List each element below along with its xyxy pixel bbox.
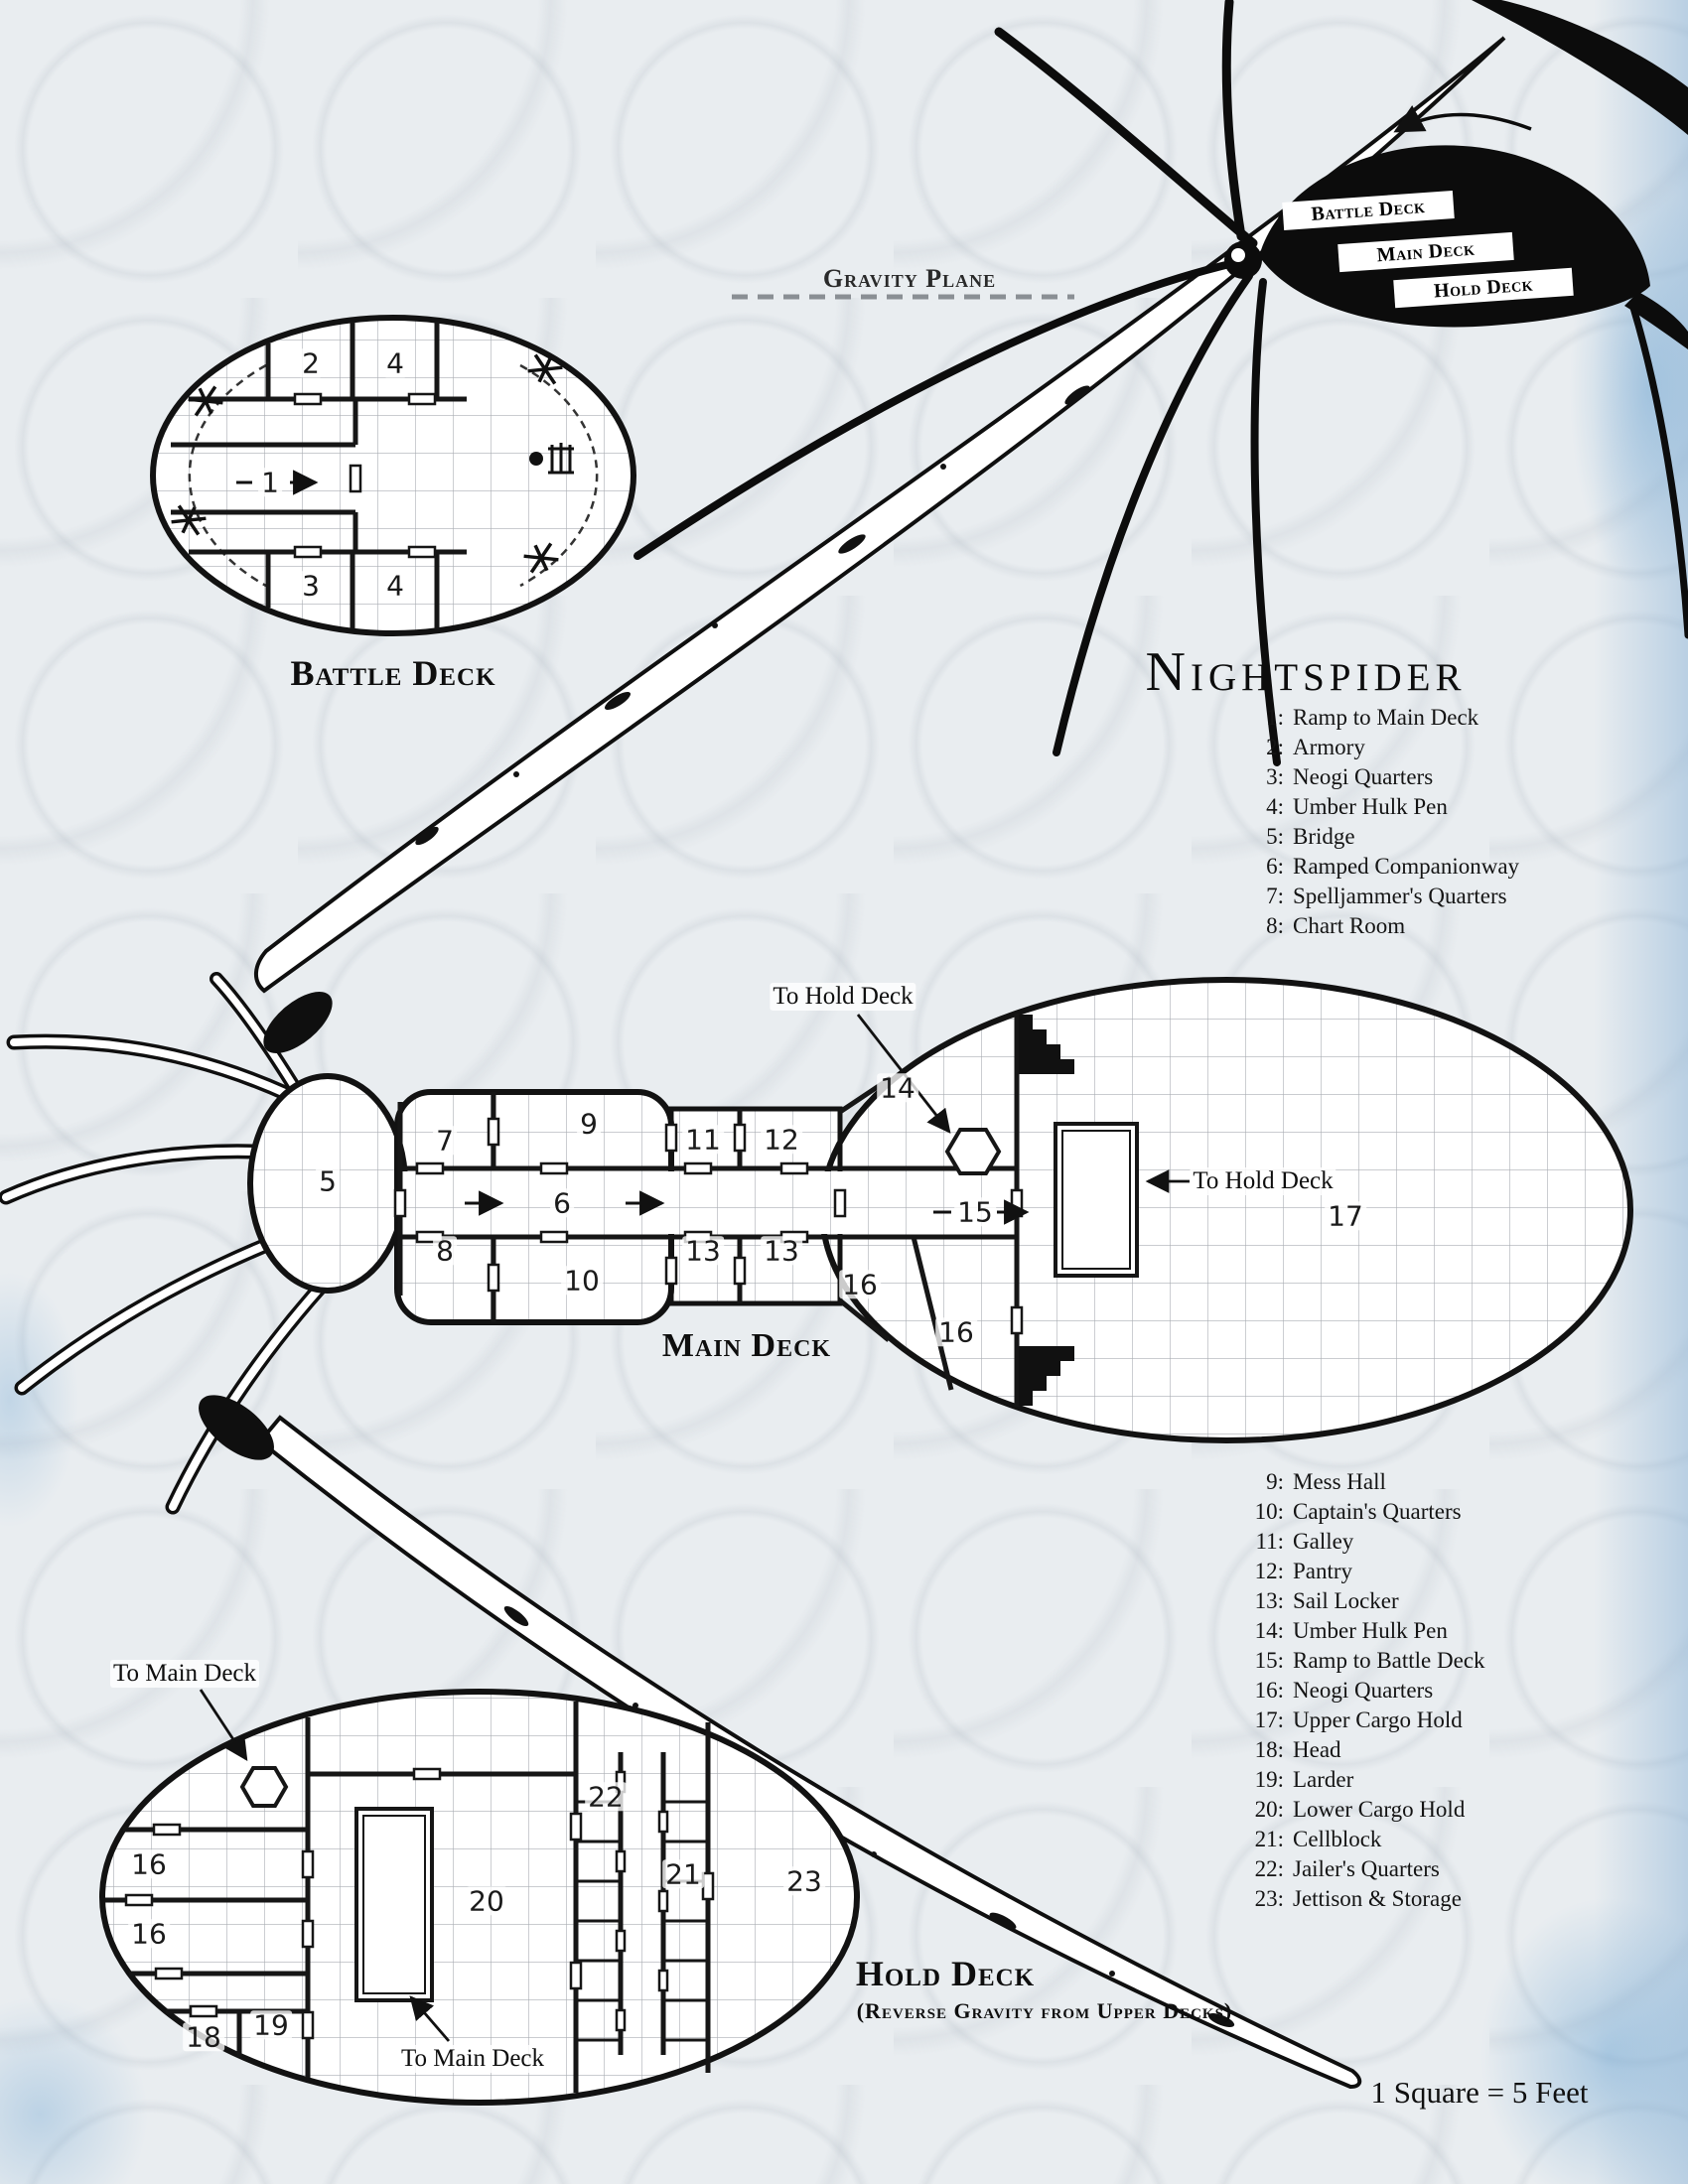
room-label: 18 — [183, 2022, 224, 2052]
legend-item: 8:Chart Room — [1266, 913, 1406, 938]
legend-item: 21:Cellblock — [1254, 1827, 1382, 1851]
hatch-hexagon — [944, 1128, 1002, 1175]
deck-edge-dashed-line — [188, 363, 599, 588]
ramp-rect — [1054, 1122, 1139, 1278]
room-label: 14 — [877, 1073, 918, 1103]
legend-item: 9:Mess Hall — [1266, 1469, 1386, 1494]
legend-item: 1:Ramp to Main Deck — [1266, 705, 1479, 730]
rotation-arrow — [1393, 105, 1532, 133]
legend-item: 17:Upper Cargo Hold — [1254, 1707, 1463, 1732]
main-deck-doors — [393, 1117, 1024, 1335]
legend-item: 11:Galley — [1255, 1529, 1354, 1554]
to-hold-deck-leader — [856, 1014, 951, 1134]
side-view-head — [1224, 241, 1262, 279]
room-label: 16 — [935, 1317, 977, 1347]
room-label: 16 — [128, 1849, 170, 1879]
hold-deck-doors — [124, 1767, 715, 2040]
legend-item: 19:Larder — [1254, 1767, 1354, 1792]
hold-deck-caption-note: (Reverse Gravity from Upper Decks) — [856, 1998, 1233, 2023]
legend-item: 20:Lower Cargo Hold — [1254, 1797, 1466, 1822]
main-deck-plan — [247, 977, 1633, 1443]
room-label: 4 — [383, 571, 407, 601]
battle-deck-caption: Battle Deck — [290, 653, 496, 693]
page-title: Nightspider — [1145, 641, 1467, 703]
side-view-tail — [1624, 292, 1688, 349]
to-main-deck-leader — [199, 1689, 248, 1761]
legend-item: 10:Captain's Quarters — [1254, 1499, 1462, 1524]
main-deck-caption: Main Deck — [661, 1327, 832, 1364]
hatch-hexagon — [239, 1766, 289, 1808]
legend-item: 6:Ramped Companionway — [1266, 854, 1520, 879]
room-label: 13 — [682, 1236, 724, 1266]
legend-item: 5:Bridge — [1266, 824, 1355, 849]
spider-front-legs — [0, 972, 340, 1515]
room-label: 15 — [954, 1197, 996, 1227]
room-label: 19 — [250, 2010, 292, 2040]
legend-item: 3:Neogi Quarters — [1266, 764, 1434, 789]
to-main-deck-leader — [409, 1995, 451, 2042]
room-label: 11 — [682, 1125, 724, 1155]
room-label: 12 — [761, 1125, 802, 1155]
gravity-plane-label: Gravity Plane — [822, 264, 997, 293]
legend-item: 14:Umber Hulk Pen — [1254, 1618, 1448, 1643]
battle-deck-plan — [150, 315, 636, 636]
scale-note: 1 Square = 5 Feet — [1370, 2075, 1589, 2110]
room-label: 20 — [466, 1886, 507, 1916]
room-label: 5 — [316, 1166, 340, 1196]
hold-deck-caption: Hold Deck — [855, 1954, 1036, 1993]
legend-item: 12:Pantry — [1254, 1559, 1353, 1583]
side-view-legs — [633, 0, 1688, 766]
room-label: 8 — [433, 1236, 457, 1266]
battle-deck-walls — [171, 322, 467, 629]
legend-item: 16:Neogi Quarters — [1254, 1678, 1434, 1703]
legend-item: 4:Umber Hulk Pen — [1266, 794, 1448, 819]
to-hold-deck-label: To Hold Deck — [770, 983, 916, 1011]
room-label: 9 — [577, 1109, 601, 1139]
side-view-eye — [1231, 248, 1245, 262]
room-label: 3 — [299, 571, 323, 601]
room-label: 7 — [433, 1126, 457, 1156]
room-label: 23 — [783, 1866, 825, 1896]
battle-deck-doors — [293, 392, 437, 559]
legend-lower: 9:Mess Hall 10:Captain's Quarters 11:Gal… — [1236, 1467, 1485, 1914]
legend-item: 23:Jettison & Storage — [1254, 1886, 1462, 1911]
ramp-rect — [354, 1807, 434, 2002]
room-label: 13 — [761, 1236, 802, 1266]
room-label: 4 — [383, 348, 407, 378]
room-label: 21 — [662, 1859, 704, 1889]
legend-item: 7:Spelljammer's Quarters — [1266, 884, 1507, 908]
room-label: 2 — [299, 348, 323, 378]
winch-icon — [529, 443, 574, 475]
room-label: 1 — [258, 468, 282, 497]
to-main-deck-label: To Main Deck — [109, 1660, 260, 1688]
legend-item: 13:Sail Locker — [1254, 1588, 1399, 1613]
legend-item: 15:Ramp to Battle Deck — [1254, 1648, 1485, 1673]
room-label: 6 — [550, 1188, 574, 1218]
room-label: 17 — [1325, 1201, 1366, 1231]
room-label: 16 — [128, 1919, 170, 1949]
room-label: 22 — [585, 1782, 627, 1812]
legend-upper: 1:Ramp to Main Deck 2:Armory 3:Neogi Qua… — [1236, 703, 1519, 941]
to-main-deck-label: To Main Deck — [397, 2045, 548, 2073]
stairs-icon — [1019, 1015, 1074, 1074]
legend-item: 2:Armory — [1266, 735, 1365, 759]
legend-item: 18:Head — [1254, 1737, 1341, 1762]
corner-leg — [1472, 0, 1688, 135]
room-label: 10 — [561, 1266, 603, 1296]
legend-item: 22:Jailer's Quarters — [1254, 1856, 1440, 1881]
to-hold-deck-label: To Hold Deck — [1190, 1167, 1336, 1195]
stairs-icon — [1019, 1346, 1074, 1406]
room-label: 16 — [839, 1270, 881, 1299]
